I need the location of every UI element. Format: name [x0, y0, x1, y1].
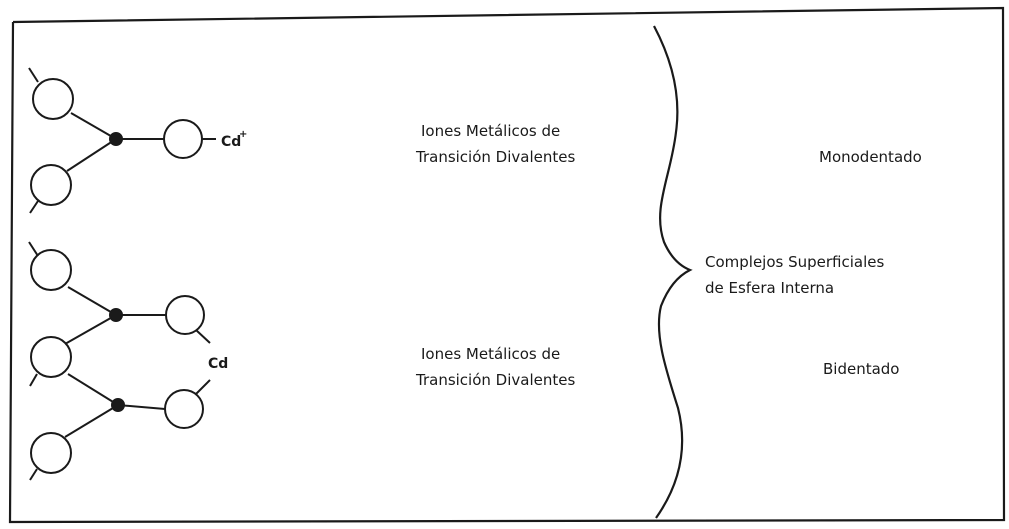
- complex-label-line1: Complejos Superficiales: [705, 253, 885, 271]
- surface-oxygen-circle: [30, 164, 72, 206]
- ion-label-2-line2: Transición Divalentes: [415, 371, 575, 389]
- metal-center-dot: [111, 398, 125, 412]
- bond-stub: [29, 200, 39, 214]
- bond-stub: [195, 379, 211, 395]
- bond: [67, 373, 119, 406]
- surface-oxygen-circle: [30, 249, 72, 291]
- bond: [64, 404, 119, 438]
- bond: [67, 286, 117, 316]
- bond: [70, 112, 117, 140]
- bond: [117, 404, 166, 410]
- bound-oxygen-circle: [163, 119, 203, 159]
- bond-stub: [28, 67, 39, 83]
- bond-stub: [29, 468, 38, 481]
- bond: [64, 314, 117, 345]
- surface-oxygen-circle: [32, 78, 74, 120]
- metal-center-dot: [109, 132, 123, 146]
- curly-brace: [653, 25, 693, 519]
- bidentate-structure: [28, 241, 211, 481]
- ion-label-1-line2: Transición Divalentes: [415, 148, 575, 166]
- cadmium-label-1: Cd: [221, 134, 241, 150]
- surface-oxygen-circle: [30, 432, 72, 474]
- frame-border: [8, 6, 1006, 524]
- bond-stub: [29, 373, 38, 387]
- bound-oxygen-circle: [164, 389, 204, 429]
- bound-oxygen-circle: [165, 295, 205, 335]
- bond: [66, 138, 117, 172]
- bidentate-label: Bidentado: [823, 360, 900, 378]
- cadmium-label-2: Cd: [208, 356, 228, 372]
- metal-center-dot: [109, 308, 123, 322]
- surface-oxygen-circle: [30, 336, 72, 378]
- bond-stub: [28, 241, 39, 257]
- ion-label-2-line1: Iones Metálicos de: [421, 345, 560, 363]
- bond-stub: [195, 329, 211, 344]
- complex-label-line2: de Esfera Interna: [705, 279, 834, 297]
- cadmium-charge: +: [239, 129, 247, 140]
- ion-label-1-line1: Iones Metálicos de: [421, 122, 560, 140]
- monodentate-label: Monodentado: [819, 148, 922, 166]
- monodentate-structure: [28, 67, 216, 214]
